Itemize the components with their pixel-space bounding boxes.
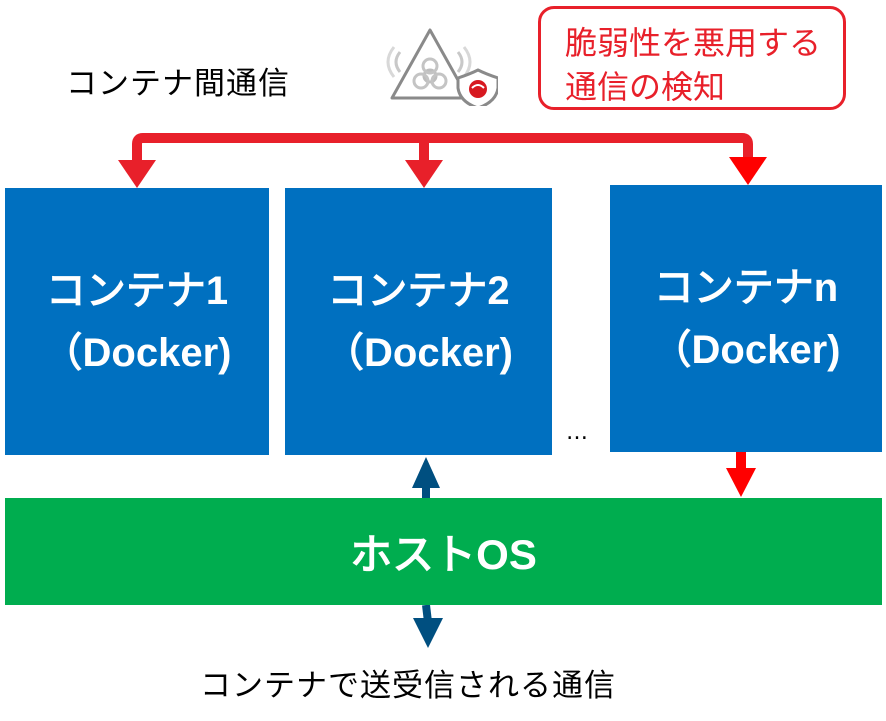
arrowhead-container2 xyxy=(405,160,443,188)
exploit-detection-callout: 脆弱性を悪用する 通信の検知 xyxy=(538,6,846,110)
host-os-label: ホストOS xyxy=(350,531,537,578)
container-traffic-label: コンテナで送受信される通信 xyxy=(200,668,616,704)
container-runtime: （Docker) xyxy=(651,327,841,372)
arrowhead-containern-host xyxy=(726,468,756,497)
arrowhead-containern xyxy=(729,157,767,185)
container-runtime: （Docker) xyxy=(42,330,232,375)
threat-detection-icon xyxy=(378,22,500,110)
arrowhead-container1 xyxy=(118,160,156,188)
callout-line-2: 通信の検知 xyxy=(565,68,726,106)
container-name: コンテナn xyxy=(653,265,839,310)
traffic-arrowhead-up xyxy=(412,457,440,488)
inter-container-traffic-label: コンテナ間通信 xyxy=(66,66,290,102)
host-os-box: ホストOS xyxy=(5,498,882,605)
more-containers-ellipsis: … xyxy=(566,420,590,445)
container-runtime: （Docker) xyxy=(324,330,513,375)
security-shield-icon xyxy=(456,68,500,110)
inter-container-bus-line xyxy=(132,133,753,160)
callout-line-1: 脆弱性を悪用する xyxy=(565,24,822,62)
container-2-box: コンテナ2 （Docker) xyxy=(285,188,552,455)
container-name: コンテナ2 xyxy=(327,268,510,313)
container-1-box: コンテナ1 （Docker) xyxy=(5,188,269,455)
biohazard-warning-icon xyxy=(386,28,472,100)
container-n-box: コンテナn （Docker) xyxy=(610,185,882,452)
traffic-arrowhead-down xyxy=(413,618,443,648)
container-name: コンテナ1 xyxy=(45,268,229,313)
